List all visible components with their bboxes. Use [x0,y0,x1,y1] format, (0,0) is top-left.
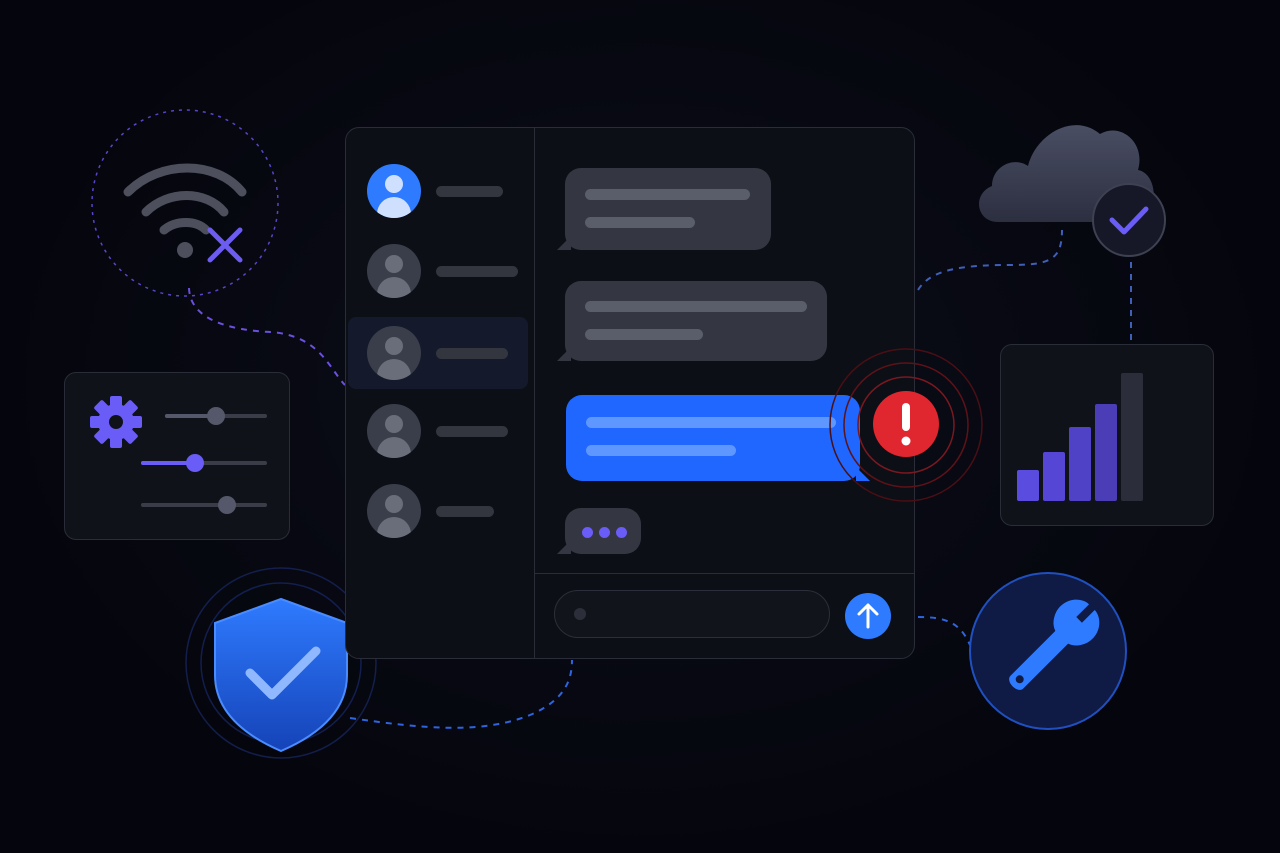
wrench-connector [917,616,971,646]
slider-knob[interactable] [186,454,205,472]
input-cursor-dot [574,608,586,620]
typing-indicator [557,508,641,554]
received-message-bubble [557,168,771,250]
received-message-bubble [557,281,827,361]
shield-badge [185,567,377,759]
avatar [367,484,421,538]
wrench-icon [1009,599,1100,690]
contact-name-placeholder [436,426,508,437]
slider[interactable] [141,454,267,472]
slider-knob[interactable] [207,407,225,425]
gear-icon[interactable] [89,395,143,449]
wifi-connector [188,287,346,386]
slider-fill [165,414,216,418]
composer [535,573,914,658]
settings-panel [64,372,290,540]
sent-message-bubble [566,395,870,481]
signal-bar [1043,452,1065,501]
slider-knob[interactable] [217,496,236,514]
avatar [367,164,421,218]
wrench-badge [969,572,1127,730]
avatar [367,326,421,380]
signal-bar [1069,427,1091,501]
send-button[interactable] [845,593,891,639]
message-pane [535,128,914,658]
contact-item[interactable] [346,155,533,227]
error-badge [829,348,983,502]
contact-list [346,128,535,658]
send-arrow-icon [857,603,879,629]
contact-name-placeholder [436,186,503,197]
cloud-check-icon [979,125,1166,257]
avatar [367,404,421,458]
contact-item[interactable] [346,235,533,307]
contact-item[interactable] [346,475,533,547]
message-input[interactable] [554,590,830,638]
signal-bar [1095,404,1117,501]
slider[interactable] [165,407,267,425]
slider-fill [141,461,196,465]
wifi-off-icon [123,163,247,263]
shield-check-icon [214,597,348,753]
slider[interactable] [141,496,267,514]
signal-chart-panel [1000,344,1214,526]
signal-bar [1121,373,1143,501]
error-icon [873,391,939,457]
contact-item-selected[interactable] [348,317,528,389]
signal-bar [1017,470,1039,501]
contact-name-placeholder [436,266,518,277]
chat-window [345,127,915,659]
avatar [367,244,421,298]
contact-item[interactable] [346,395,533,467]
contact-name-placeholder [436,348,508,359]
contact-name-placeholder [436,506,494,517]
